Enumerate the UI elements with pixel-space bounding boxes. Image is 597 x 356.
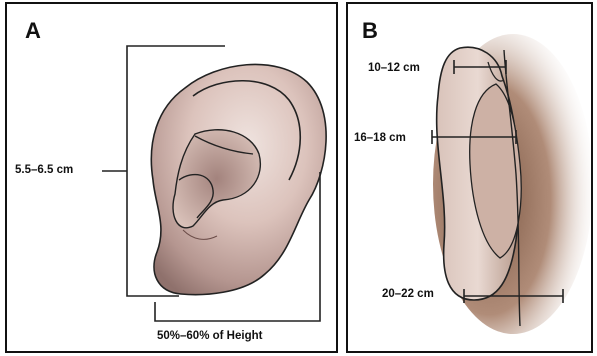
bottom-dimension-label: 20–22 cm xyxy=(382,288,434,300)
width-dimension-label: 50%–60% of Height xyxy=(157,330,262,342)
panel-b: B xyxy=(346,2,593,353)
ear-lateral-view-diagram xyxy=(7,4,338,353)
height-dimension-label: 5.5–6.5 cm xyxy=(15,164,73,176)
top-dimension-label: 10–12 cm xyxy=(368,62,420,74)
panel-a: A 5.5–6.5 c xyxy=(5,2,338,353)
ear-posterior-view-diagram xyxy=(348,4,593,353)
middle-dimension-label: 16–18 cm xyxy=(354,132,406,144)
